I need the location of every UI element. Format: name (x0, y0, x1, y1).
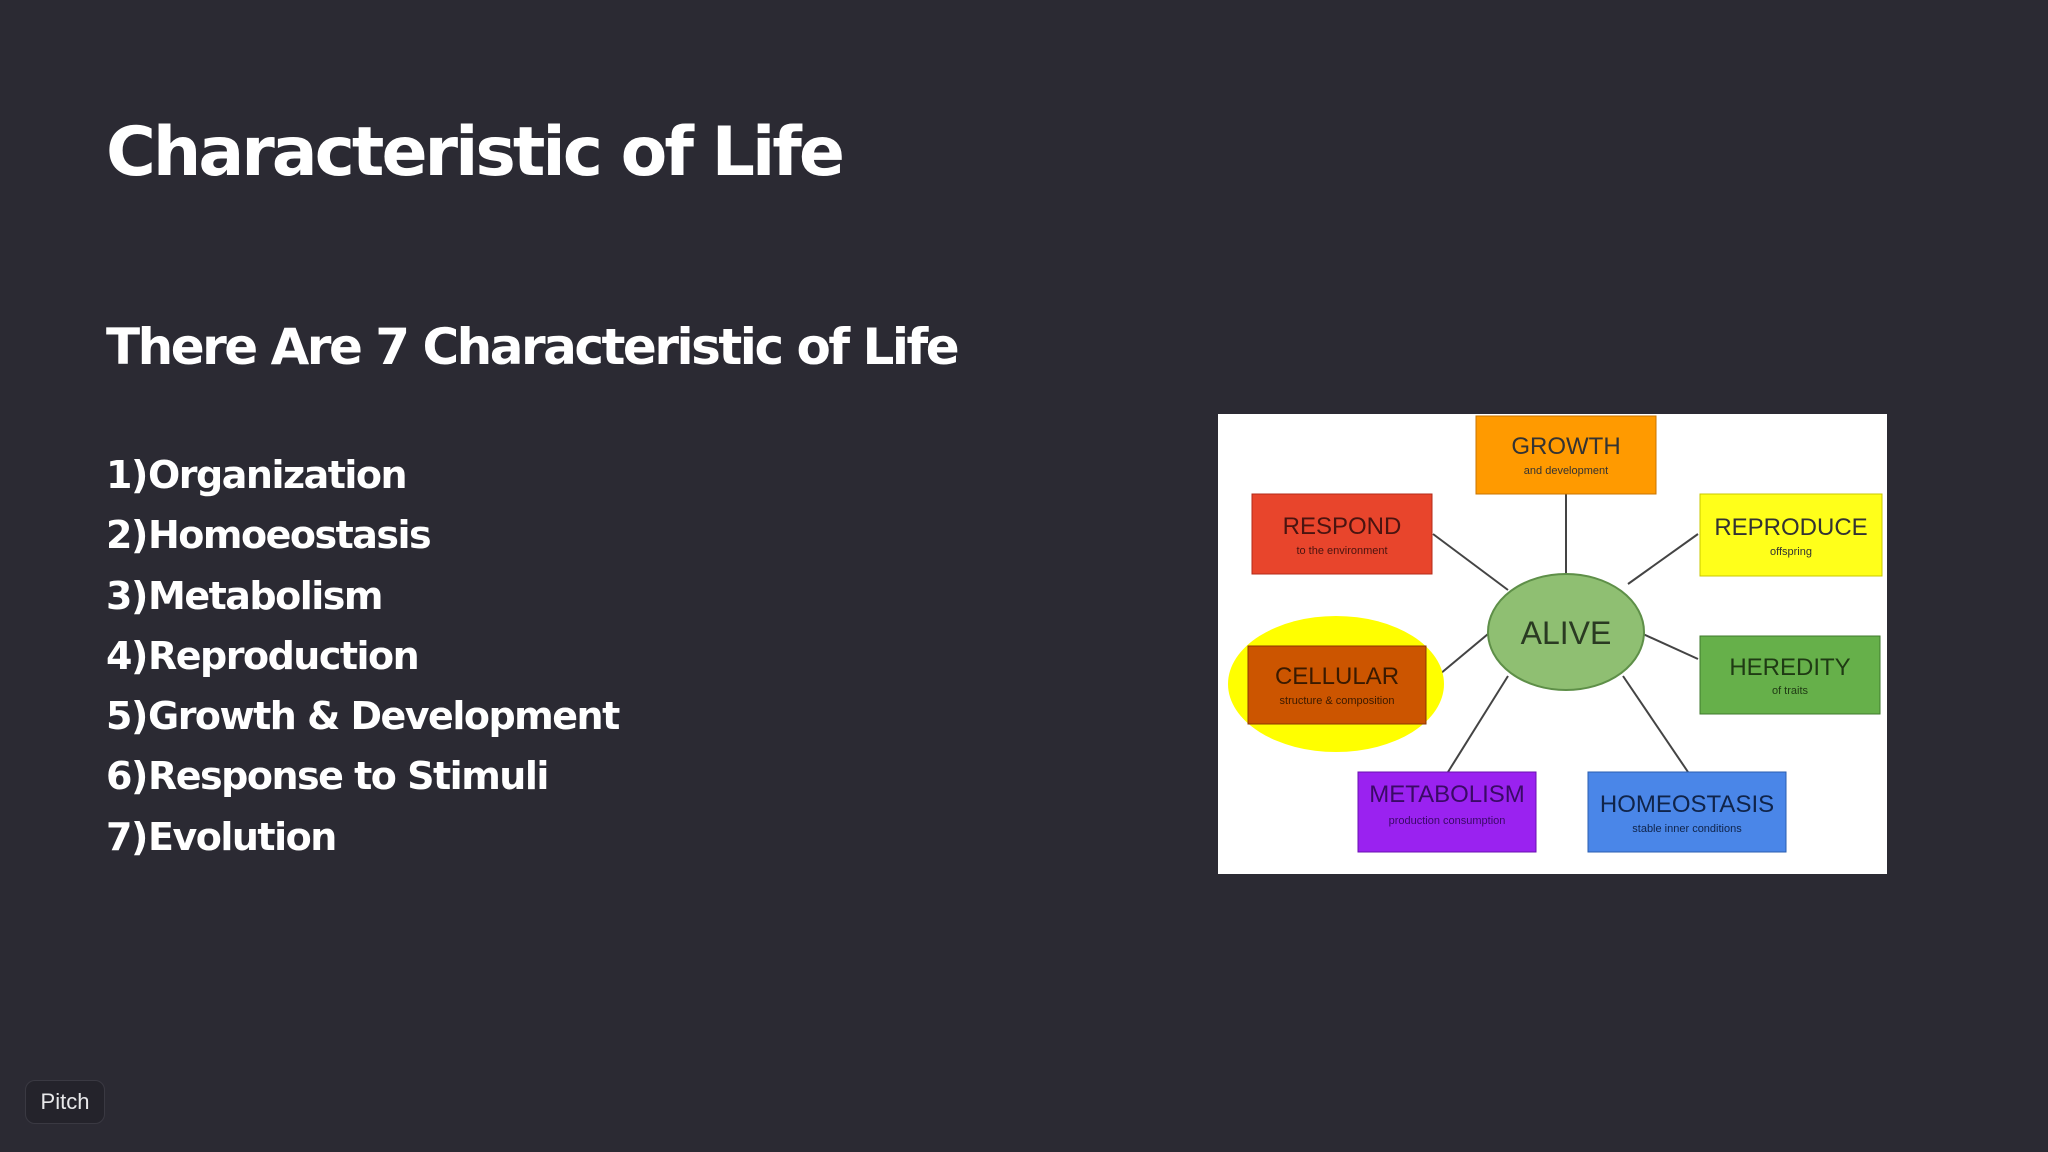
reproduce-title: REPRODUCE (1714, 514, 1867, 541)
list-item: 4)Reproduction (106, 626, 619, 686)
heredity-box-bg (1699, 635, 1881, 715)
homeostasis-box-bg (1587, 771, 1787, 853)
connector-line (1627, 533, 1699, 585)
characteristics-list: 1)Organization 2)Homoeostasis 3)Metaboli… (106, 445, 620, 867)
alive-node: ALIVE (1487, 573, 1645, 691)
homeostasis-title: HOMEOSTASIS (1600, 791, 1774, 818)
reproduce-subtitle: offspring (1770, 546, 1812, 558)
growth-subtitle: and development (1524, 465, 1608, 477)
list-label: Response to Stimuli (148, 754, 549, 799)
heredity-title: HEREDITY (1729, 654, 1850, 681)
cellular-box-bg (1247, 645, 1427, 725)
characteristics-diagram-image: GROWTH and development RESPOND to the en… (1218, 414, 1887, 874)
metabolism-box-bg (1357, 771, 1537, 853)
reproduce-box-bg (1699, 493, 1883, 577)
respond-box: RESPOND to the environment (1251, 493, 1433, 575)
heredity-subtitle: of traits (1772, 685, 1809, 697)
slide-subtitle: There Are 7 Characteristic of Life (106, 318, 960, 376)
list-label: Growth & Development (148, 694, 620, 739)
metabolism-subtitle: production consumption (1389, 815, 1506, 827)
list-label: Reproduction (148, 633, 420, 678)
growth-title: GROWTH (1511, 433, 1620, 460)
reproduce-box: REPRODUCE offspring (1699, 493, 1883, 577)
slide-title: Characteristic of Life (106, 113, 845, 192)
homeostasis-subtitle: stable inner conditions (1632, 823, 1742, 835)
list-item: 1)Organization (106, 445, 619, 505)
list-label: Homoeostasis (148, 513, 432, 558)
connector-line (1432, 533, 1509, 591)
metabolism-title: METABOLISM (1369, 781, 1525, 808)
list-number: 1) (106, 453, 148, 497)
list-item: 2)Homoeostasis (106, 505, 619, 565)
cellular-title: CELLULAR (1275, 663, 1399, 690)
cellular-subtitle: structure & composition (1280, 695, 1395, 707)
growth-box: GROWTH and development (1475, 415, 1657, 495)
connector-line (1447, 675, 1509, 773)
connector-line (1622, 675, 1689, 773)
characteristics-diagram: GROWTH and development RESPOND to the en… (1218, 414, 1887, 874)
respond-box-bg (1251, 493, 1433, 575)
list-label: Evolution (148, 814, 337, 859)
respond-title: RESPOND (1283, 513, 1402, 540)
list-number: 2) (106, 513, 148, 558)
list-item: 3)Metabolism (106, 566, 619, 626)
alive-label: ALIVE (1521, 615, 1612, 651)
homeostasis-box: HOMEOSTASIS stable inner conditions (1587, 771, 1787, 853)
metabolism-box: METABOLISM production consumption (1357, 771, 1537, 853)
connector-line (1642, 633, 1699, 660)
list-label: Organization (148, 453, 408, 497)
respond-subtitle: to the environment (1296, 545, 1387, 557)
cellular-box: CELLULAR structure & composition (1247, 645, 1427, 725)
heredity-box: HEREDITY of traits (1699, 635, 1881, 715)
list-number: 6) (106, 754, 148, 799)
list-number: 5) (106, 694, 148, 739)
pitch-badge[interactable]: Pitch (25, 1080, 105, 1124)
list-number: 7) (106, 814, 148, 859)
growth-box-bg (1475, 415, 1657, 495)
list-number: 4) (106, 633, 148, 678)
list-label: Metabolism (148, 573, 383, 618)
list-item: 7)Evolution (106, 807, 619, 867)
alive-ellipse (1487, 573, 1645, 691)
list-item: 6)Response to Stimuli (106, 746, 619, 806)
list-number: 3) (106, 573, 148, 618)
list-item: 5)Growth & Development (106, 686, 620, 746)
